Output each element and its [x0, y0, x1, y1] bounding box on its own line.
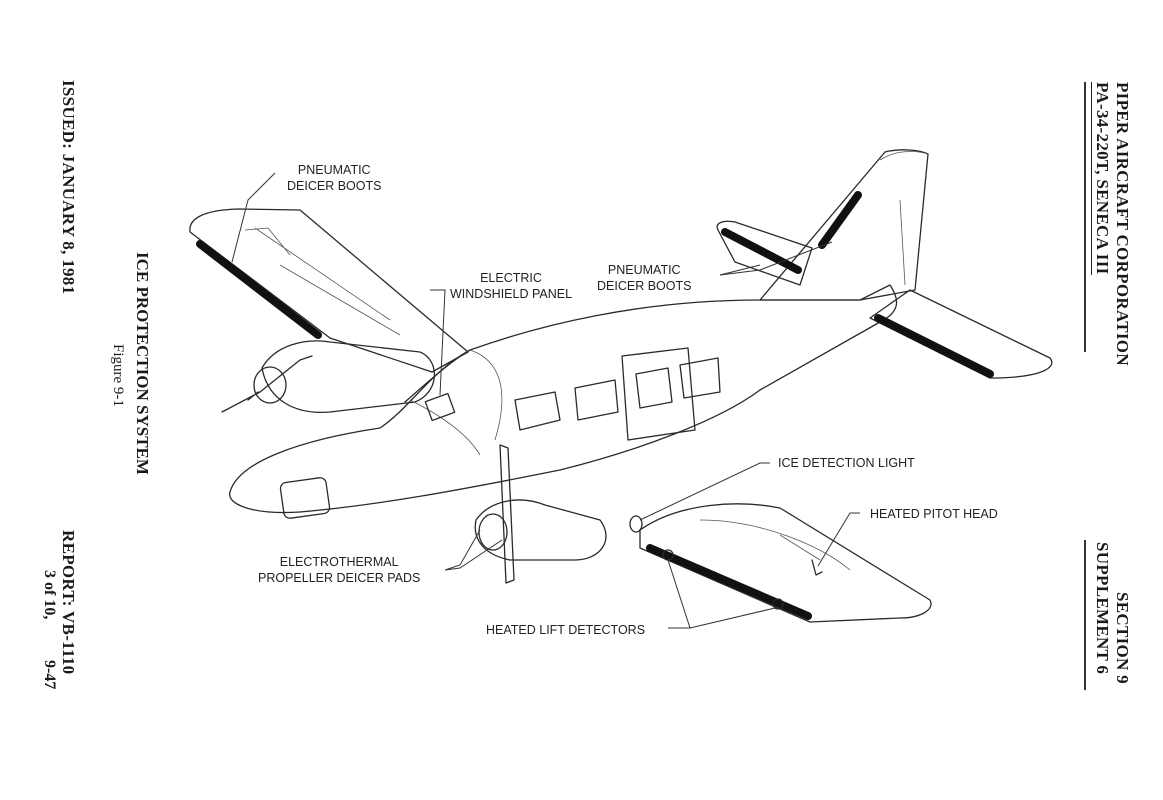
left-wing — [189, 208, 469, 373]
electric-windshield-panel — [424, 392, 456, 422]
leader-ice-light — [639, 462, 770, 521]
tail-fin-deicer-boot — [818, 191, 862, 249]
callout-ice-detection-light: ICE DETECTION LIGHT — [778, 456, 915, 470]
leader-pitot — [817, 512, 860, 567]
cabin-window-2 — [574, 379, 619, 421]
lift-detector-outboard — [772, 598, 784, 610]
leader-wing-boots — [231, 172, 276, 263]
leader-lift — [667, 559, 776, 629]
vertical-tail — [759, 149, 929, 301]
nose-baggage-door — [279, 477, 331, 519]
callout-heated-pitot-head: HEATED PITOT HEAD — [870, 507, 998, 521]
windshield — [404, 349, 471, 403]
callout-heated-lift-detectors: HEATED LIFT DETECTORS — [486, 623, 646, 637]
cabin-window-3 — [635, 367, 673, 409]
cabin-door — [621, 347, 696, 441]
left-stabilizer-deicer-boot — [721, 228, 802, 274]
left-wing-deicer-boot — [196, 240, 322, 339]
heated-pitot-head — [811, 559, 823, 576]
header-rule — [1084, 82, 1086, 352]
cabin-window-1 — [514, 391, 561, 431]
section-rule — [1084, 540, 1086, 690]
right-wing — [639, 503, 932, 623]
cabin-window-4 — [679, 357, 721, 399]
leader-prop — [444, 529, 503, 571]
left-nacelle — [261, 340, 436, 414]
right-stabilizer-deicer-boot — [874, 314, 994, 378]
leader-tail-boots — [719, 241, 833, 276]
right-wing-deicer-boot — [646, 544, 812, 620]
left-stabilizer — [716, 220, 813, 286]
ice-detection-light — [629, 515, 643, 533]
right-propeller — [499, 444, 515, 584]
leader-windshield — [430, 289, 446, 396]
leader-tail-boots-2 — [719, 264, 761, 276]
right-stabilizer — [869, 289, 1053, 379]
fuselage — [229, 284, 898, 514]
left-propeller — [221, 355, 313, 413]
right-nacelle — [474, 499, 607, 561]
